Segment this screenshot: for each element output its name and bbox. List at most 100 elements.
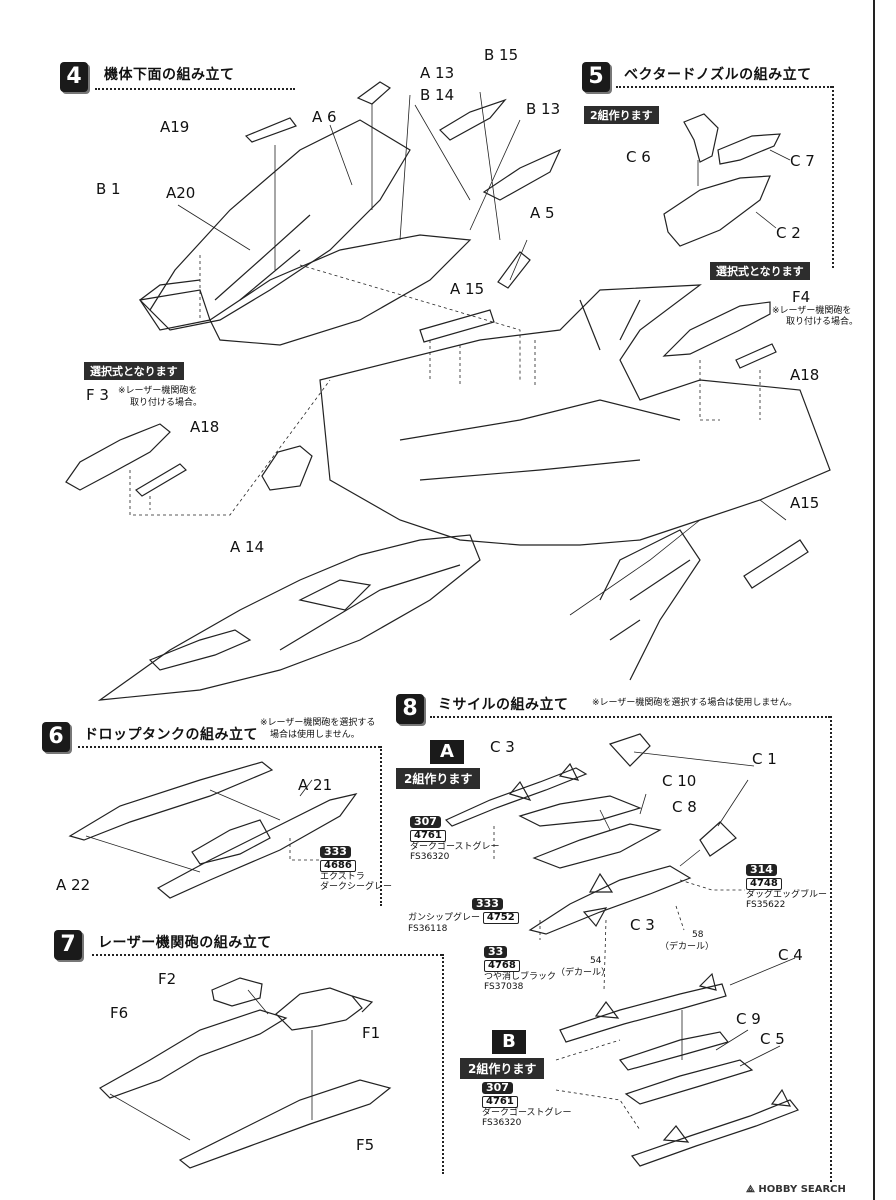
step7-border-top	[92, 954, 442, 956]
part-label-c4: C 4	[778, 946, 803, 964]
watermark: ⟁ HOBBY SEARCH	[746, 1184, 846, 1195]
step4-optional-tag: 選択式となります	[84, 362, 184, 380]
part-label-c10: C 10	[662, 772, 697, 790]
part-b15	[439, 98, 507, 141]
step5-make-two-tag: 2組作ります	[584, 106, 659, 124]
part-c9	[618, 1031, 730, 1071]
part-a18-left	[135, 463, 187, 497]
part-label-a15-top: A 15	[450, 280, 485, 298]
part-c8	[532, 823, 662, 869]
paint-callout-307-top: 307 4761 ダークゴーストグレー FS36320	[410, 815, 500, 862]
part-label-b14: B 14	[420, 86, 455, 104]
part-f6	[99, 1009, 288, 1099]
part-label-c3-bottom: C 3	[630, 916, 655, 934]
part-label-c5: C 5	[760, 1030, 785, 1048]
part-c5	[624, 1059, 754, 1105]
missile-c4	[559, 983, 727, 1043]
lower-fuselage-panel	[209, 234, 472, 346]
front-fuselage	[97, 534, 481, 701]
step7-border-right	[442, 954, 444, 1174]
part-label-a19: A19	[160, 118, 190, 136]
part-label-c6: C 6	[626, 148, 651, 166]
missile-lower	[630, 1099, 799, 1167]
step4-number: 4	[60, 62, 88, 92]
part-label-c8: C 8	[672, 798, 697, 816]
part-a18-right	[735, 343, 777, 369]
part-label-a15-right: A15	[790, 494, 820, 512]
part-label-f1: F1	[362, 1024, 381, 1042]
decal-58-number: 58	[692, 930, 704, 940]
paint-callout-314-4748: 314 4748 ダッグエッグブルー FS35622	[746, 863, 828, 910]
missile-c3-bottom	[528, 865, 692, 935]
paint-callout-333-4752: 333 ガンシップグレー 4752 FS36118	[408, 898, 519, 934]
part-label-a22: A 22	[56, 876, 91, 894]
step7-title: レーザー機関砲の組み立て	[98, 935, 272, 951]
part-a21	[156, 793, 358, 899]
part-label-f4: F4	[792, 288, 811, 306]
step8-border-top	[430, 716, 830, 718]
tail-fin	[599, 529, 701, 681]
part-label-b1: B 1	[96, 180, 121, 198]
part-a19	[244, 117, 297, 143]
part-label-b15: B 15	[484, 46, 519, 64]
paint-callout-33-4768: 33 4768 つや消しブラック FS37038	[484, 945, 557, 992]
step5-number: 5	[582, 62, 610, 92]
variant-a-badge: A	[430, 740, 464, 764]
step5-border-right	[832, 86, 834, 268]
part-f4	[662, 301, 771, 357]
variant-b-make-two-tag: 2組作ります	[460, 1058, 545, 1079]
step6-note-line2: 場合は使用しません。	[270, 730, 360, 740]
step6-note-line1: ※レーザー機関砲を選択する	[260, 718, 376, 728]
part-label-f3: F 3	[86, 386, 109, 404]
step5-border-top	[616, 86, 832, 88]
part-c1-bottom	[699, 821, 737, 857]
part-f1	[275, 987, 363, 1031]
part-label-c7: C 7	[790, 152, 815, 170]
step6-title: ドロップタンクの組み立て	[84, 727, 258, 743]
step4-border	[95, 88, 295, 90]
part-a22	[68, 761, 274, 841]
decal-54-number: 54	[590, 956, 602, 966]
step4-title: 機体下面の組み立て	[104, 67, 235, 83]
part-a5	[497, 251, 531, 289]
part-c6	[683, 113, 719, 163]
f4-note-line1: ※レーザー機関砲を	[772, 306, 852, 316]
part-label-c9: C 9	[736, 1010, 761, 1028]
f3-note-line1: ※レーザー機関砲を	[118, 386, 198, 396]
part-f2	[211, 977, 263, 1007]
part-label-f5: F5	[356, 1136, 375, 1154]
step8-number: 8	[396, 694, 424, 724]
part-f5	[178, 1079, 392, 1169]
part-a13	[356, 81, 392, 105]
part-label-f2: F2	[158, 970, 177, 988]
part-label-a13: A 13	[420, 64, 455, 82]
f4-note-line2: 取り付ける場合。	[786, 317, 859, 327]
f3-note-line2: 取り付ける場合。	[130, 398, 203, 408]
step8-border-right	[830, 716, 832, 1182]
part-label-a5: A 5	[530, 204, 555, 222]
part-label-b13: B 13	[526, 100, 561, 118]
part-label-c3-top: C 3	[490, 738, 515, 756]
step7-number: 7	[54, 930, 82, 960]
step6-border-top	[78, 746, 380, 748]
part-f3	[65, 423, 171, 491]
step6-number: 6	[42, 722, 70, 752]
fuselage-b1	[149, 119, 411, 331]
step8-note: ※レーザー機関砲を選択する場合は使用しません。	[592, 698, 798, 708]
missile-c3-top	[444, 767, 588, 827]
part-label-a20: A20	[166, 184, 196, 202]
part-a14	[261, 445, 313, 491]
part-label-f6: F6	[110, 1004, 129, 1022]
step8-title: ミサイルの組み立て	[438, 697, 569, 713]
paint-callout-307-bottom: 307 4761 ダークゴーストグレー FS36320	[482, 1081, 572, 1128]
part-label-c2: C 2	[776, 224, 801, 242]
paint-callout-333-4686: 333 4686 エクストラ ダークシーグレー	[320, 845, 393, 892]
part-c7	[717, 133, 782, 165]
step6-border-right	[380, 746, 382, 906]
step5-title: ベクタードノズルの組み立て	[624, 67, 812, 83]
decal-54-label: （デカール）	[556, 968, 611, 978]
variant-b-badge: B	[492, 1030, 526, 1054]
part-a15-right	[743, 539, 809, 589]
part-label-a6: A 6	[312, 108, 337, 126]
